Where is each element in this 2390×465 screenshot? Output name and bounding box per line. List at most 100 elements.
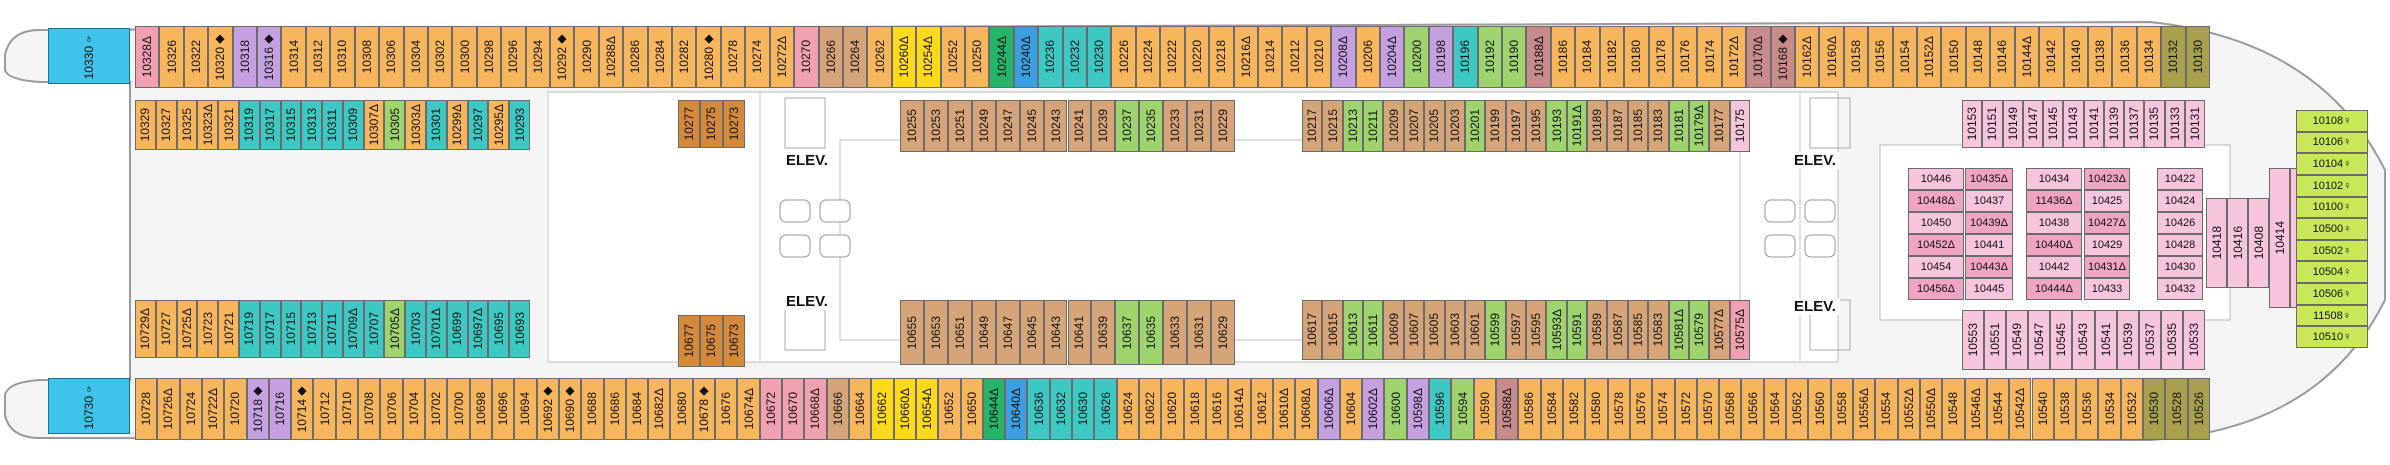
cabin-10674[interactable]: 10674Δ — [737, 378, 760, 440]
cabin-10264[interactable]: 10264 — [842, 26, 868, 88]
cabin-10612[interactable]: 10612 — [1250, 378, 1273, 440]
cabin-10326[interactable]: 10326 — [159, 26, 184, 88]
cabin-10528[interactable]: 10528 — [2165, 378, 2188, 440]
cabin-10535[interactable]: 10535 — [2160, 310, 2183, 370]
cabin-10539[interactable]: 10539 — [2116, 310, 2139, 370]
cabin-10553[interactable]: 10553 — [1962, 310, 1985, 370]
cabin-10286[interactable]: 10286 — [623, 26, 648, 88]
cabin-10306[interactable]: 10306 — [379, 26, 404, 88]
cabin-10149[interactable]: 10149 — [2002, 100, 2023, 148]
cabin-10437[interactable]: 10437 — [1965, 190, 2013, 212]
cabin-10706[interactable]: 10706 — [380, 378, 403, 440]
cabin-10668[interactable]: 10668Δ — [804, 378, 827, 440]
cabin-10292[interactable]: 10292◆ — [550, 26, 575, 88]
cabin-10576[interactable]: 10576 — [1629, 378, 1653, 440]
cabin-10154[interactable]: 10154 — [1892, 26, 1918, 88]
cabin-10426[interactable]: 10426 — [2157, 212, 2203, 234]
cabin-10542[interactable]: 10542Δ — [2009, 378, 2032, 440]
cabin-10319[interactable]: 10319 — [238, 100, 260, 150]
cabin-10106[interactable]: 10106♀ — [2296, 131, 2368, 154]
cabin-10562[interactable]: 10562 — [1786, 378, 1809, 440]
cabin-10610[interactable]: 10610Δ — [1272, 378, 1296, 440]
cabin-10296[interactable]: 10296 — [501, 26, 526, 88]
cabin-10543[interactable]: 10543 — [2072, 310, 2095, 370]
cabin-10102[interactable]: 10102♀ — [2296, 174, 2368, 197]
cabin-10204[interactable]: 10204Δ — [1380, 26, 1405, 88]
cabin-10532[interactable]: 10532 — [2120, 378, 2144, 440]
cabin-10218[interactable]: 10218 — [1209, 26, 1234, 88]
cabin-10698[interactable]: 10698 — [469, 378, 492, 440]
cabin-10701[interactable]: 10701Δ — [426, 300, 447, 358]
cabin-10615[interactable]: 10615 — [1322, 300, 1343, 360]
cabin-10186[interactable]: 10186 — [1550, 26, 1576, 88]
cabin-10251[interactable]: 10251 — [947, 100, 972, 152]
cabin-10280[interactable]: 10280◆ — [696, 26, 721, 88]
cabin-10214[interactable]: 10214 — [1257, 26, 1283, 88]
cabin-10152[interactable]: 10152Δ — [1917, 26, 1942, 88]
cabin-10546[interactable]: 10546Δ — [1964, 378, 1987, 440]
cabin-10568[interactable]: 10568 — [1719, 378, 1742, 440]
cabin-10254[interactable]: 10254Δ — [916, 26, 941, 88]
cabin-10506[interactable]: 10506♀ — [2296, 283, 2368, 305]
cabin-10179[interactable]: 10179Δ — [1688, 100, 1710, 152]
cabin-10603[interactable]: 10603 — [1444, 300, 1465, 360]
cabin-10233[interactable]: 10233 — [1163, 100, 1188, 152]
cabin-10213[interactable]: 10213 — [1342, 100, 1364, 152]
cabin-10298[interactable]: 10298 — [476, 26, 502, 88]
cabin-10215[interactable]: 10215 — [1322, 100, 1343, 152]
cabin-10206[interactable]: 10206 — [1355, 26, 1380, 88]
cabin-10719[interactable]: 10719 — [238, 300, 260, 358]
cabin-10184[interactable]: 10184 — [1575, 26, 1600, 88]
cabin-10446[interactable]: 10446 — [1908, 168, 1964, 190]
cabin-10548[interactable]: 10548 — [1942, 378, 1965, 440]
cabin-10564[interactable]: 10564 — [1763, 378, 1787, 440]
cabin-10275[interactable]: 10275 — [700, 100, 723, 148]
cabin-10591[interactable]: 10591 — [1566, 300, 1588, 360]
cabin-10631[interactable]: 10631 — [1187, 300, 1212, 365]
cabin-10150[interactable]: 10150 — [1941, 26, 1966, 88]
cabin-10635[interactable]: 10635 — [1139, 300, 1164, 365]
cabin-10145[interactable]: 10145 — [2043, 100, 2064, 148]
cabin-10717[interactable]: 10717 — [259, 300, 281, 358]
cabin-10688[interactable]: 10688 — [581, 378, 604, 440]
cabin-10316[interactable]: 10316◆ — [257, 26, 282, 88]
cabin-10305[interactable]: 10305 — [384, 100, 406, 150]
cabin-10195[interactable]: 10195 — [1526, 100, 1547, 152]
cabin-10432[interactable]: 10432 — [2157, 278, 2203, 300]
cabin-10595[interactable]: 10595 — [1526, 300, 1547, 360]
cabin-10586[interactable]: 10586 — [1518, 378, 1541, 440]
cabin-10183[interactable]: 10183 — [1648, 100, 1669, 152]
cabin-10424[interactable]: 10424 — [2157, 190, 2203, 212]
cabin-10454[interactable]: 10454 — [1908, 256, 1964, 278]
cabin-10676[interactable]: 10676 — [715, 378, 738, 440]
cabin-10654[interactable]: 10654Δ — [915, 378, 939, 440]
cabin-10162[interactable]: 10162Δ — [1795, 26, 1820, 88]
cabin-10714[interactable]: 10714◆ — [291, 378, 314, 440]
cabin-10607[interactable]: 10607 — [1403, 300, 1425, 360]
cabin-10730[interactable]: 10730♀ — [48, 378, 130, 434]
cabin-10618[interactable]: 10618 — [1183, 378, 1206, 440]
cabin-10601[interactable]: 10601 — [1464, 300, 1486, 360]
cabin-10311[interactable]: 10311 — [322, 100, 343, 150]
cabin-10418[interactable]: 10418 — [2206, 198, 2227, 288]
cabin-10554[interactable]: 10554 — [1875, 378, 1898, 440]
cabin-10694[interactable]: 10694 — [514, 378, 537, 440]
cabin-10310[interactable]: 10310 — [330, 26, 355, 88]
cabin-10611[interactable]: 10611 — [1363, 300, 1384, 360]
cabin-10538[interactable]: 10538 — [2053, 378, 2077, 440]
cabin-10136[interactable]: 10136 — [2112, 26, 2137, 88]
cabin-10249[interactable]: 10249 — [971, 100, 996, 152]
cabin-10708[interactable]: 10708 — [358, 378, 381, 440]
cabin-10241[interactable]: 10241 — [1067, 100, 1092, 152]
cabin-10643[interactable]: 10643 — [1043, 300, 1068, 365]
cabin-10655[interactable]: 10655 — [900, 300, 924, 365]
cabin-10327[interactable]: 10327 — [155, 100, 177, 150]
cabin-10210[interactable]: 10210 — [1306, 26, 1332, 88]
cabin-10321[interactable]: 10321 — [218, 100, 239, 150]
cabin-10146[interactable]: 10146 — [1990, 26, 2015, 88]
cabin-10670[interactable]: 10670 — [782, 378, 805, 440]
cabin-10193[interactable]: 10193 — [1546, 100, 1567, 152]
cabin-10253[interactable]: 10253 — [923, 100, 948, 152]
cabin-10425[interactable]: 10425 — [2084, 190, 2130, 212]
cabin-10541[interactable]: 10541 — [2094, 310, 2117, 370]
